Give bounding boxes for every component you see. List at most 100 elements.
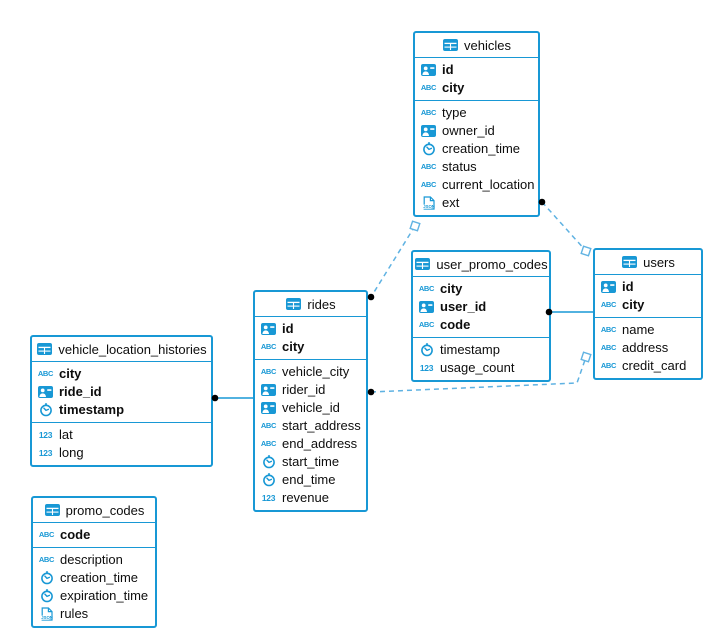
column-name: expiration_time xyxy=(60,588,149,603)
column-name: long xyxy=(59,445,84,460)
column-name: city xyxy=(440,281,463,296)
column-name: owner_id xyxy=(442,123,495,138)
column-row-start_time[interactable]: start_time xyxy=(255,453,366,471)
cardinality-diamond xyxy=(580,351,592,363)
id-badge-icon xyxy=(418,301,435,313)
column-row-credit_card[interactable]: ABC credit_card xyxy=(595,357,701,375)
column-row-timestamp[interactable]: timestamp xyxy=(413,341,549,359)
column-row-vehicle_id[interactable]: vehicle_id xyxy=(255,399,366,417)
id-badge-icon xyxy=(37,386,54,398)
text-type-icon: ABC xyxy=(600,343,617,353)
timestamp-icon xyxy=(418,343,435,357)
column-row-creation_time[interactable]: creation_time xyxy=(33,569,155,587)
column-row-user_id[interactable]: user_id xyxy=(413,298,549,316)
column-row-expiration_time[interactable]: expiration_time xyxy=(33,587,155,605)
column-row-owner_id[interactable]: owner_id xyxy=(415,122,538,140)
column-name: type xyxy=(442,105,467,120)
column-row-id[interactable]: id xyxy=(415,61,538,79)
table-header[interactable]: rides xyxy=(255,292,366,317)
column-name: usage_count xyxy=(440,360,515,375)
column-name: start_time xyxy=(282,454,340,469)
relationship-line[interactable] xyxy=(541,201,587,252)
column-name: revenue xyxy=(282,490,329,505)
column-row-creation_time[interactable]: creation_time xyxy=(415,140,538,158)
table-title: rides xyxy=(307,296,336,312)
column-name: vehicle_city xyxy=(282,364,350,379)
connection-vehicle_location_histories-rides[interactable] xyxy=(211,394,253,402)
text-type-icon: ABC xyxy=(38,555,55,565)
table-icon xyxy=(44,504,61,516)
column-name: city xyxy=(622,297,645,312)
column-row-end_time[interactable]: end_time xyxy=(255,471,366,489)
table-icon xyxy=(36,343,53,355)
text-type-icon: ABC xyxy=(600,361,617,371)
column-name: user_id xyxy=(440,299,487,314)
column-row-revenue[interactable]: 123 revenue xyxy=(255,489,366,507)
column-name: city xyxy=(282,339,305,354)
column-name: current_location xyxy=(442,177,535,192)
column-name: rider_id xyxy=(282,382,326,397)
column-row-usage_count[interactable]: 123 usage_count xyxy=(413,359,549,377)
timestamp-icon xyxy=(260,455,277,469)
number-type-icon: 123 xyxy=(38,429,53,440)
table-header[interactable]: users xyxy=(595,250,701,275)
connection-user_promo_codes-users[interactable] xyxy=(545,308,593,316)
column-row-rider_id[interactable]: rider_id xyxy=(255,381,366,399)
table-icon xyxy=(621,256,638,268)
column-name: end_address xyxy=(282,436,358,451)
column-name: start_address xyxy=(282,418,361,433)
column-row-id[interactable]: id xyxy=(595,278,701,296)
table-header[interactable]: user_promo_codes xyxy=(413,252,549,277)
column-row-ride_id[interactable]: ride_id xyxy=(32,383,211,401)
number-type-icon: 123 xyxy=(419,362,434,373)
column-row-id[interactable]: id xyxy=(255,320,366,338)
columns-section: timestamp 123 usage_count xyxy=(413,337,549,380)
column-name: id xyxy=(622,279,634,294)
table-title: vehicle_location_histories xyxy=(58,341,207,357)
connection-vehicles-users[interactable] xyxy=(538,198,592,257)
relationship-line[interactable] xyxy=(370,225,416,298)
id-badge-icon xyxy=(260,402,277,414)
column-name: creation_time xyxy=(442,141,521,156)
column-row-timestamp[interactable]: timestamp xyxy=(32,401,211,419)
text-type-icon: ABC xyxy=(600,325,617,335)
number-type-icon: 123 xyxy=(261,492,276,503)
table-header[interactable]: vehicles xyxy=(415,33,538,58)
table-header[interactable]: promo_codes xyxy=(33,498,155,523)
column-name: credit_card xyxy=(622,358,687,373)
table-header[interactable]: vehicle_location_histories xyxy=(32,337,211,362)
